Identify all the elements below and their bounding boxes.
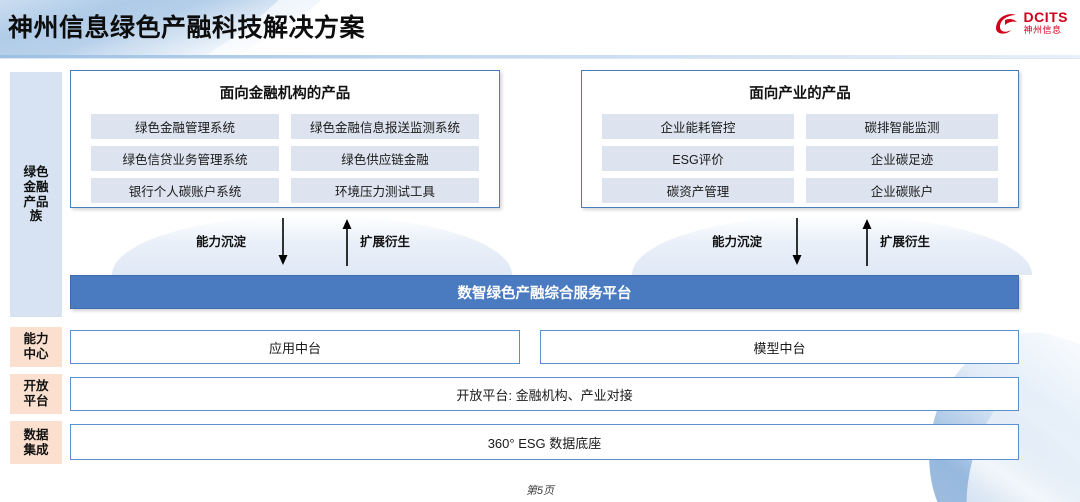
layer-label: 应用中台 (268, 340, 321, 356)
sidebar-item-data-integration[interactable]: 数据集成 (10, 421, 62, 464)
product-item[interactable]: 企业能耗管控 (602, 114, 794, 139)
product-item[interactable]: 绿色信贷业务管理系统 (91, 146, 279, 171)
header-divider (0, 55, 1080, 58)
arrow-up-icon-right (862, 219, 872, 266)
dcits-logo-text: DCITS 神州信息 (1024, 10, 1069, 35)
sidebar-item-green-finance-product-family[interactable]: 绿色金融产品族 (10, 72, 62, 317)
layer-label: 模型中台 (753, 340, 806, 356)
flow-label-capability-precipitation-left: 能力沉淀 (196, 235, 247, 249)
mound-shape-left (112, 215, 512, 275)
product-item[interactable]: 绿色金融管理系统 (91, 114, 279, 139)
dcits-logo: DCITS 神州信息 (994, 10, 1069, 35)
arrow-up-icon-left (342, 219, 352, 266)
logo-chinese-name: 神州信息 (1023, 25, 1062, 35)
product-item[interactable]: 环境压力测试工具 (291, 178, 479, 203)
arrow-down-icon-right (792, 218, 802, 265)
header-divider-thin (0, 58, 1080, 59)
product-item[interactable]: 企业碳账户 (806, 178, 998, 203)
product-item[interactable]: 绿色供应链金融 (291, 146, 479, 171)
panel-grid-industry: 企业能耗管控 碳排智能监测 ESG评价 企业碳足迹 碳资产管理 企业碳账户 (582, 103, 1018, 203)
platform-bar[interactable]: 数智绿色产融综合服务平台 (70, 275, 1019, 309)
page-number: 第5页 (525, 485, 555, 497)
layer-box-data-base[interactable]: 360° ESG 数据底座 (70, 424, 1019, 460)
layer-box-open-platform[interactable]: 开放平台: 金融机构、产业对接 (70, 377, 1019, 411)
page-title: 神州信息绿色产融科技解决方案 (8, 14, 366, 42)
product-item[interactable]: 企业碳足迹 (806, 146, 998, 171)
sidebar-label-capability-center: 能力中心 (23, 332, 49, 361)
arrow-down-icon-left (278, 218, 288, 265)
panel-title-financial: 面向金融机构的产品 (219, 86, 351, 102)
product-item[interactable]: 银行个人碳账户系统 (91, 178, 279, 203)
panel-title-industry: 面向产业的产品 (749, 86, 851, 102)
layer-label: 360° ESG 数据底座 (487, 435, 602, 451)
sidebar-item-open-platform[interactable]: 开放平台 (10, 374, 62, 414)
product-item[interactable]: ESG评价 (602, 146, 794, 171)
product-item[interactable]: 碳资产管理 (602, 178, 794, 203)
flow-label-expansion-derivation-left: 扩展衍生 (360, 235, 411, 249)
layer-box-application-middle-platform[interactable]: 应用中台 (70, 330, 520, 364)
layer-box-model-middle-platform[interactable]: 模型中台 (540, 330, 1019, 364)
sidebar-label-open-platform: 开放平台 (23, 379, 49, 408)
product-item[interactable]: 碳排智能监测 (806, 114, 998, 139)
product-item[interactable]: 绿色金融信息报送监测系统 (291, 114, 479, 139)
panel-grid-financial: 绿色金融管理系统 绿色金融信息报送监测系统 绿色信贷业务管理系统 绿色供应链金融… (71, 103, 499, 203)
logo-english-name: DCITS (1023, 9, 1068, 25)
sidebar-item-capability-center[interactable]: 能力中心 (10, 327, 62, 367)
platform-bar-label: 数智绿色产融综合服务平台 (457, 285, 632, 302)
panel-financial-institution-products: 面向金融机构的产品 绿色金融管理系统 绿色金融信息报送监测系统 绿色信贷业务管理… (70, 70, 500, 208)
panel-industry-products: 面向产业的产品 企业能耗管控 碳排智能监测 ESG评价 企业碳足迹 碳资产管理 … (581, 70, 1019, 208)
mound-shape-right (632, 215, 1032, 275)
layer-label: 开放平台: 金融机构、产业对接 (456, 387, 633, 403)
sidebar-label-green-finance-product-family: 绿色金融产品族 (23, 165, 49, 224)
flow-label-capability-precipitation-right: 能力沉淀 (712, 235, 763, 249)
flow-label-expansion-derivation-right: 扩展衍生 (880, 235, 931, 249)
sidebar-label-data-integration: 数据集成 (23, 427, 49, 457)
dcits-logo-mark-icon (995, 13, 1017, 34)
